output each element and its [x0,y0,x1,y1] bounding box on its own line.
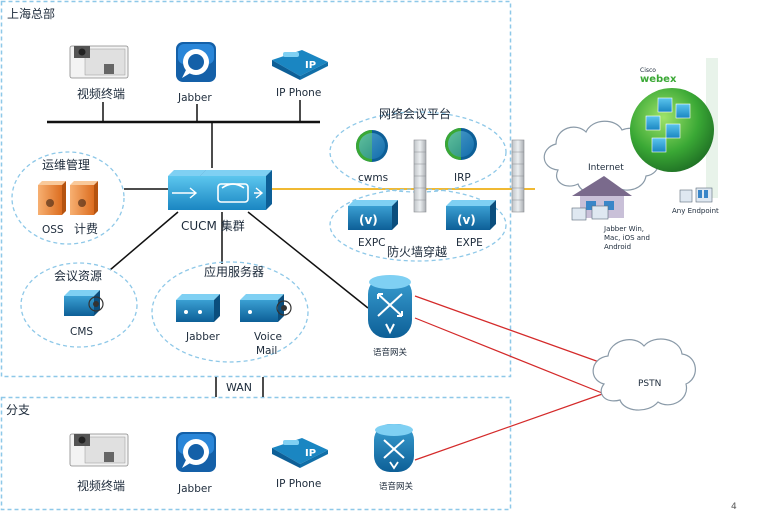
cucm-cluster-icon[interactable] [168,170,272,210]
irp-label: IRP [454,172,471,184]
jabber-desc-line1: Jabber Win, [603,225,644,233]
webex-logo-text: webex [640,74,677,85]
branch-region-box [0,396,512,511]
ops-group [11,151,125,245]
voice-mail-label-line2: Mail [256,345,277,357]
internet-label: Internet [588,163,624,173]
ops-title: 运维管理 [42,157,90,172]
app-servers-group [151,261,309,363]
wan-label: WAN [226,381,252,394]
pstn-cloud-icon [592,338,696,411]
link-gw-pstn-1 [414,295,603,364]
branch-jabber-icon[interactable] [176,432,216,472]
branch-video-terminal-label: 视频终端 [77,478,125,493]
firewall-group-title: 防火墙穿越 [387,244,447,259]
any-endpoint-label: Any Endpoint [672,207,719,215]
link-gw-pstn-2 [414,317,603,394]
firewall-tower-icon-right [511,139,525,213]
svg-text:IP: IP [305,448,316,459]
oss-server-icon[interactable] [38,181,66,215]
branch-region-title: 分支 [6,403,30,417]
conf-platform-group [329,111,507,193]
cms-server-icon[interactable] [64,290,104,316]
link-cucm-gateway [247,211,369,309]
branch-voice-gateway-icon[interactable] [374,424,414,472]
hq-video-terminal-label: 视频终端 [77,86,125,101]
firewall-tower-icon-left [413,139,427,213]
cms-label: CMS [70,326,93,338]
cwms-icon[interactable] [356,130,388,162]
hq-jabber-icon[interactable] [176,42,216,82]
voice-mail-server-icon[interactable] [240,294,292,322]
branch-ip-phone-label: IP Phone [276,478,321,490]
pstn-label: PSTN [638,379,661,389]
webex-brand-text: Cisco [640,67,656,74]
jabber-desc-line2: Mac, iOS and [604,234,650,242]
connection-lines [47,100,369,397]
page-mark: 4 [731,502,737,512]
hq-voice-gateway-label: 语音网关 [373,347,408,358]
expe-icon[interactable]: (v) [446,200,496,230]
branch-voice-gateway-label: 语音网关 [379,481,414,492]
any-endpoint-devices-icon [679,187,713,203]
conf-resource-title: 会议资源 [54,269,102,283]
jabber-desc-line3: Android [604,243,631,251]
cwms-label: cwms [358,172,388,184]
expc-label: EXPC [358,237,386,249]
link-cucm-confres [109,211,179,271]
hq-ip-phone-label: IP Phone [276,87,321,99]
app-jabber-label: Jabber [185,331,220,343]
oss-label: OSS [42,224,64,236]
hq-voice-gateway-icon[interactable] [368,275,412,338]
billing-label: 计费 [74,222,98,236]
webex-sphere-icon [630,58,718,198]
cucm-label: CUCM 集群 [181,218,245,233]
hq-jabber-label: Jabber [177,92,212,104]
expc-icon[interactable]: (v) [348,200,398,230]
branch-ip-phone-icon[interactable]: IP [272,438,328,468]
conf-resource-group [20,262,138,348]
billing-server-icon[interactable] [70,181,98,215]
pstn-lines [414,295,609,461]
branch-jabber-label: Jabber [177,483,212,495]
hq-ip-phone-icon[interactable]: IP [272,50,328,80]
link-branch-gw-pstn [414,391,609,461]
svg-text:IP: IP [305,60,316,71]
conf-platform-title: 网络会议平台 [379,106,451,121]
app-jabber-server-icon[interactable] [176,294,220,322]
voice-mail-label-line1: Voice [254,331,282,343]
irp-icon[interactable] [445,128,477,160]
hq-video-terminal-icon[interactable] [69,45,129,79]
app-servers-title: 应用服务器 [204,264,264,279]
jabber-client-devices-icon [571,205,609,221]
expe-label: EXPE [456,237,483,249]
hq-region-title: 上海总部 [7,6,55,21]
branch-video-terminal-icon[interactable] [69,433,129,467]
svg-text:(v): (v) [359,213,378,227]
svg-text:(v): (v) [457,213,476,227]
